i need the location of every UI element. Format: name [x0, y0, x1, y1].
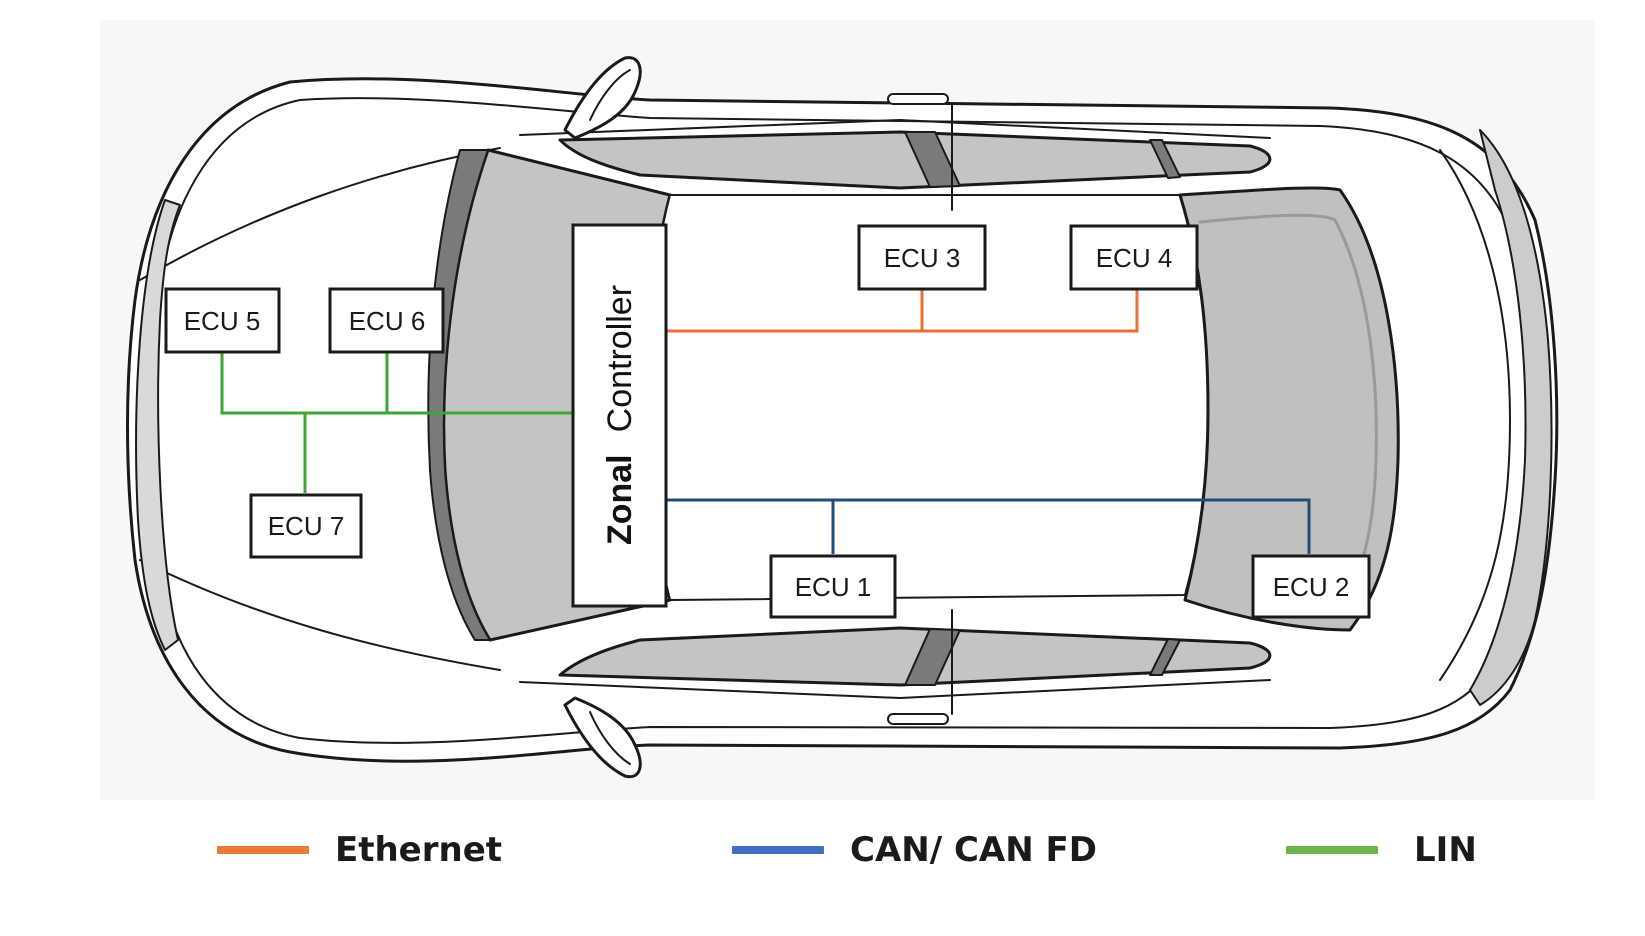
- legend-label-lin: LIN: [1414, 830, 1477, 870]
- side-window-bottom: [558, 626, 1272, 687]
- can-bus: [666, 498, 1311, 554]
- ecu-ecu2: ECU 2: [1251, 554, 1371, 619]
- mirror-bottom-inner: [589, 711, 631, 765]
- hood-line-top: [139, 147, 501, 281]
- roof-rail-top: [519, 119, 1271, 139]
- ecu-label: ECU 1: [795, 572, 872, 602]
- zonal-controller: Zonal Controller: [571, 223, 668, 608]
- ecu-label: ECU 2: [1273, 572, 1350, 602]
- hood-line-bottom: [139, 559, 501, 671]
- side-window-top: [558, 130, 1272, 190]
- ecu-label: ECU 5: [184, 306, 261, 336]
- legend-swatch-can: [732, 846, 824, 854]
- car-illustration: [126, 56, 1559, 779]
- roof-rail-bottom: [519, 679, 1271, 699]
- ecu-box: [164, 287, 281, 354]
- zonal-controller-word2: Controller: [601, 285, 639, 432]
- b-pillar-bottom: [904, 628, 961, 686]
- legend-item-lin: LIN: [1286, 820, 1477, 880]
- rear-window: [1178, 186, 1400, 632]
- ecu-label: ECU 7: [268, 511, 345, 541]
- ecu-label: ECU 6: [349, 306, 426, 336]
- ecu-ecu4: ECU 4: [1069, 224, 1199, 291]
- legend-label-ethernet: Ethernet: [335, 830, 503, 870]
- zonal-controller-word1: Zonal: [601, 454, 639, 545]
- rear-edge: [1469, 129, 1553, 706]
- ecu-label: ECU 3: [884, 243, 961, 273]
- ecu-ecu7: ECU 7: [249, 493, 363, 559]
- rear-bumper-line: [1439, 149, 1511, 681]
- ethernet-bus: [666, 288, 1139, 333]
- zonal-controller-label: Zonal Controller: [601, 285, 639, 545]
- legend-item-can: CAN/ CAN FD: [732, 820, 1097, 880]
- ecu-ecu5: ECU 5: [164, 287, 281, 354]
- ecu-ecu6: ECU 6: [328, 287, 445, 354]
- ecu-box: [1251, 554, 1371, 619]
- ecu-box: [769, 554, 897, 619]
- ecu-box: [1069, 224, 1199, 291]
- rear-window-inner: [1198, 213, 1378, 607]
- legend-item-ethernet: Ethernet: [217, 820, 502, 880]
- ecu-box: [249, 493, 363, 559]
- c-pillar-top: [1149, 139, 1181, 179]
- network-wiring: [220, 288, 1311, 554]
- c-pillar-bottom: [1149, 638, 1181, 676]
- legend: Ethernet CAN/ CAN FD LIN: [0, 820, 1645, 880]
- b-pillar-top: [904, 131, 961, 188]
- door-handle-bottom: [887, 713, 949, 725]
- ecu-ecu1: ECU 1: [769, 554, 897, 619]
- ecu-ecu3: ECU 3: [857, 224, 987, 291]
- front-edge: [135, 199, 181, 651]
- legend-swatch-lin: [1286, 846, 1378, 854]
- door-handle-top: [887, 93, 949, 105]
- ecu-label: ECU 4: [1096, 243, 1173, 273]
- legend-label-can: CAN/ CAN FD: [850, 830, 1097, 870]
- ecu-box: [328, 287, 445, 354]
- legend-swatch-ethernet: [217, 846, 309, 854]
- zonal-controller-box: [571, 223, 668, 608]
- mirror-top-inner: [589, 69, 631, 121]
- lin-bus: [220, 353, 573, 415]
- ecu-box: [857, 224, 987, 291]
